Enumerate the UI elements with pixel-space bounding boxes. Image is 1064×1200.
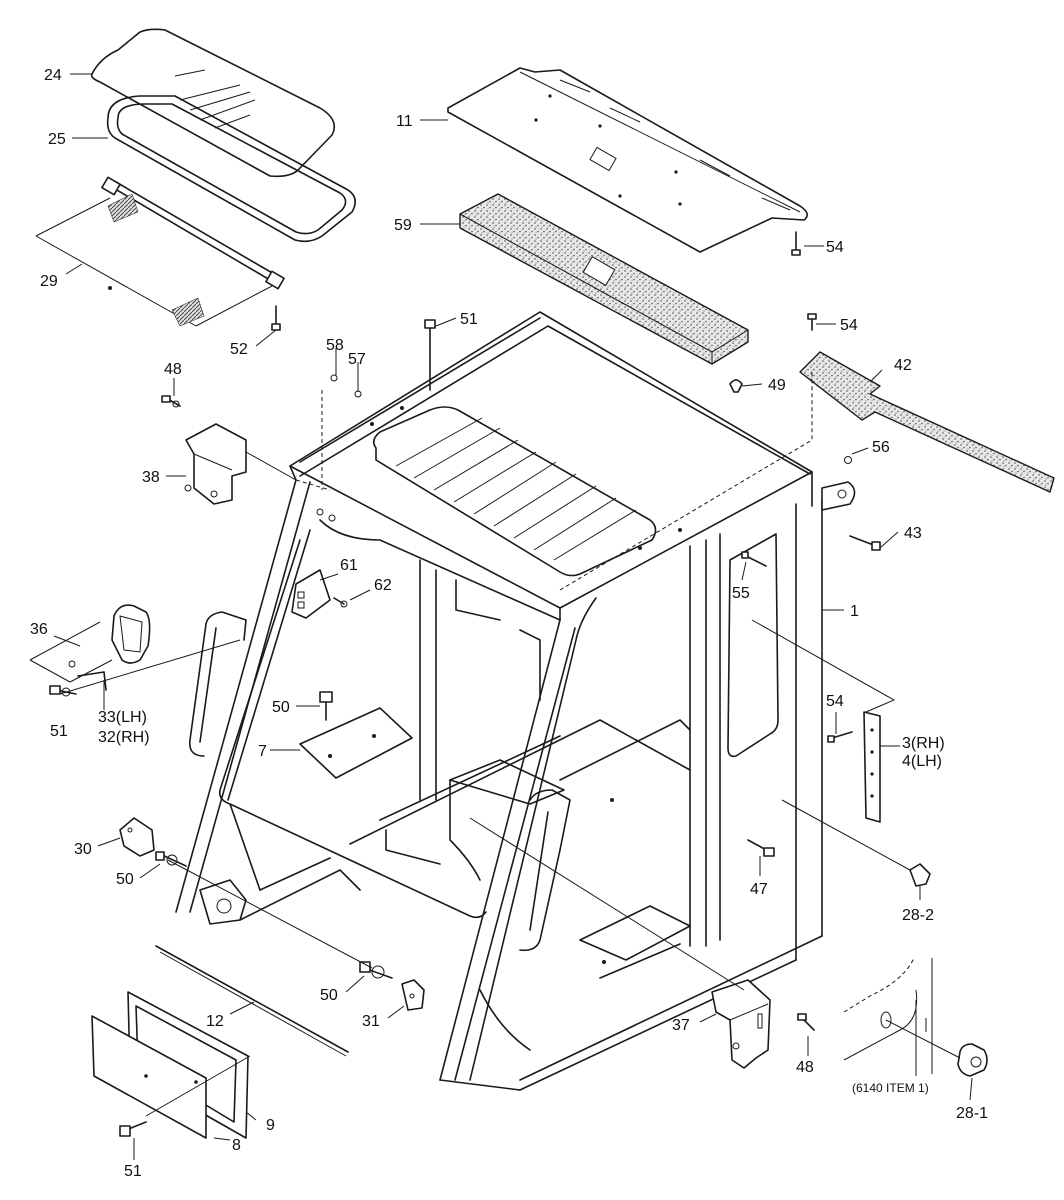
label-32-rh: 32(RH) — [98, 729, 150, 746]
label-54-mid: 54 — [840, 317, 858, 334]
label-8: 8 — [232, 1137, 241, 1154]
label-48-lower: 48 — [796, 1059, 814, 1076]
label-24: 24 — [44, 67, 62, 84]
label-48-top: 48 — [164, 361, 182, 378]
part-61 — [291, 569, 331, 619]
roof-insulation — [459, 193, 749, 365]
fasteners — [49, 231, 931, 1137]
label-55: 55 — [732, 585, 750, 602]
label-43: 43 — [904, 525, 922, 542]
reference-note: (6140 ITEM 1) — [852, 1081, 929, 1095]
label-54-top: 54 — [826, 239, 844, 256]
mirror-bracket-38 — [184, 423, 247, 505]
label-28-1: 28-1 — [956, 1105, 988, 1122]
label-50-plate: 50 — [272, 699, 290, 716]
label-9: 9 — [266, 1117, 275, 1134]
label-61: 61 — [340, 557, 358, 574]
label-47: 47 — [750, 881, 768, 898]
roof-glass-seal — [106, 95, 356, 243]
bracket-31 — [401, 979, 425, 1011]
label-3-rh: 3(RH) — [902, 735, 945, 752]
strip-12 — [155, 945, 349, 1057]
hinge-strip — [863, 711, 881, 823]
label-52: 52 — [230, 341, 248, 358]
label-56: 56 — [872, 439, 890, 456]
label-11: 11 — [396, 113, 413, 130]
side-mirror — [29, 604, 151, 691]
sunshade — [35, 176, 285, 327]
bracket-30 — [119, 817, 155, 857]
plate-7 — [299, 707, 413, 779]
leader-lines — [53, 73, 973, 1160]
label-51-roof: 51 — [460, 311, 478, 328]
cab-frame — [175, 311, 823, 1091]
label-50-lower-mid: 50 — [320, 987, 338, 1004]
label-49: 49 — [768, 377, 786, 394]
label-51-mirror: 51 — [50, 723, 68, 740]
label-12: 12 — [206, 1013, 224, 1030]
label-42: 42 — [894, 357, 912, 374]
label-1: 1 — [850, 603, 859, 620]
cover-panel-8-9 — [91, 991, 249, 1139]
label-54-side: 54 — [826, 693, 844, 710]
inset-detail — [843, 957, 988, 1077]
label-25: 25 — [48, 131, 66, 148]
label-62: 62 — [374, 577, 392, 594]
roof-cover — [447, 67, 808, 253]
label-33-lh: 33(LH) — [98, 709, 147, 726]
label-29: 29 — [40, 273, 58, 290]
part-labels: 24 25 29 52 11 54 59 51 54 42 49 58 57 4… — [30, 67, 988, 1180]
label-4-lh: 4(LH) — [902, 753, 942, 770]
label-51-lower: 51 — [124, 1163, 142, 1180]
label-36: 36 — [30, 621, 48, 638]
label-57: 57 — [348, 351, 366, 368]
label-38: 38 — [142, 469, 160, 486]
label-37: 37 — [672, 1017, 690, 1034]
label-59: 59 — [394, 217, 412, 234]
label-30: 30 — [74, 841, 92, 858]
label-28-2: 28-2 — [902, 907, 934, 924]
label-58: 58 — [326, 337, 344, 354]
label-31: 31 — [362, 1013, 380, 1030]
roof-glass — [90, 28, 336, 178]
seal-strip — [799, 351, 1055, 493]
bracket-37 — [711, 979, 771, 1069]
label-50-lower-left: 50 — [116, 871, 134, 888]
label-7: 7 — [258, 743, 267, 760]
